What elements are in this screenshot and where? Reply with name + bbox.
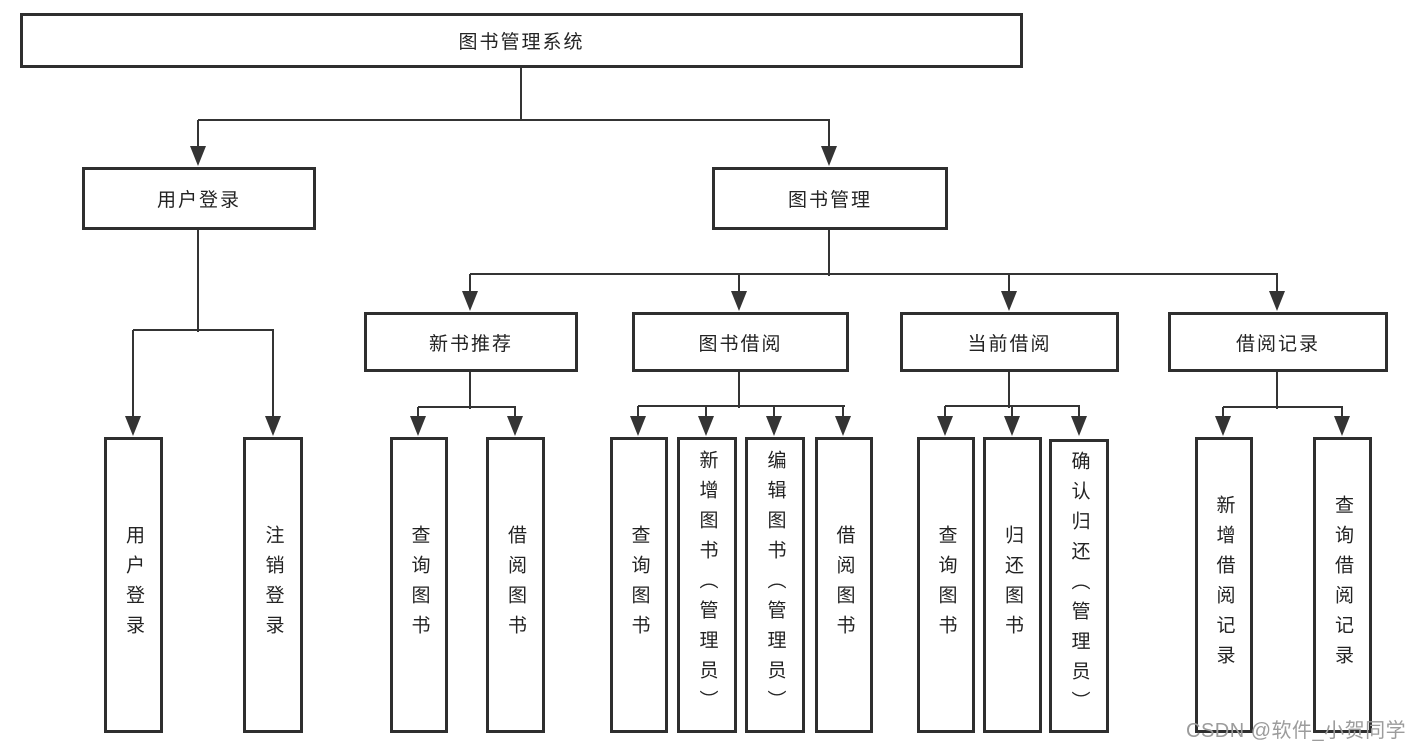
leaf-return-books-label: 归还图书 — [1002, 525, 1023, 645]
connector-line — [197, 230, 199, 332]
arrow-down-icon — [698, 416, 714, 436]
connector-line — [417, 407, 419, 422]
arrow-down-icon — [731, 291, 747, 311]
arrow-down-icon — [1269, 291, 1285, 311]
leaf-query-books-current: 查询图书 — [917, 437, 975, 733]
connector-line — [197, 120, 199, 152]
connector-line — [773, 406, 775, 422]
node-current-borrowing: 当前借阅 — [900, 312, 1119, 372]
leaf-logout: 注销登录 — [243, 437, 303, 733]
connector-line — [637, 406, 639, 422]
connector-line — [1011, 406, 1013, 422]
node-library-system: 图书管理系统 — [20, 13, 1023, 68]
leaf-borrow-books-newbook: 借阅图书 — [486, 437, 545, 733]
leaf-query-books-borrow-label: 查询图书 — [628, 525, 650, 645]
connector-line — [1222, 407, 1224, 422]
leaf-add-book-admin-label: 新增图书（管理员） — [696, 450, 718, 720]
connector-line — [272, 330, 274, 422]
leaf-user-login: 用户登录 — [104, 437, 163, 733]
connector-line — [828, 120, 830, 152]
connector-line — [738, 372, 740, 408]
connector-line — [198, 119, 830, 121]
leaf-add-borrow-record: 新增借阅记录 — [1195, 437, 1253, 733]
arrow-down-icon — [835, 416, 851, 436]
connector-line — [828, 230, 830, 276]
leaf-edit-book-admin: 编辑图书（管理员） — [745, 437, 805, 733]
arrow-down-icon — [821, 146, 837, 166]
arrow-down-icon — [1001, 291, 1017, 311]
connector-line — [738, 274, 740, 297]
arrow-down-icon — [1215, 416, 1231, 436]
connector-line — [1276, 372, 1278, 409]
leaf-confirm-return-admin: 确认归还（管理员） — [1049, 439, 1109, 733]
connector-line — [469, 274, 471, 297]
connector-line — [638, 405, 845, 407]
connector-line — [1078, 406, 1080, 422]
arrow-down-icon — [125, 416, 141, 436]
arrow-down-icon — [462, 291, 478, 311]
connector-line — [418, 406, 516, 408]
connector-line — [1008, 372, 1010, 408]
connector-line — [944, 406, 946, 422]
connector-line — [514, 407, 516, 422]
connector-line — [705, 406, 707, 422]
arrow-down-icon — [1004, 416, 1020, 436]
node-new-book-recommend: 新书推荐 — [364, 312, 578, 372]
leaf-user-login-label: 用户登录 — [123, 525, 144, 645]
arrow-down-icon — [410, 416, 426, 436]
arrow-down-icon — [766, 416, 782, 436]
arrow-down-icon — [630, 416, 646, 436]
leaf-query-books-newbook: 查询图书 — [390, 437, 448, 733]
connector-line — [470, 273, 1278, 275]
connector-line — [133, 329, 274, 331]
leaf-query-books-borrow: 查询图书 — [610, 437, 668, 733]
connector-line — [1276, 274, 1278, 297]
leaf-query-borrow-record-label: 查询借阅记录 — [1332, 495, 1353, 675]
connector-line — [1223, 406, 1343, 408]
leaf-add-book-admin: 新增图书（管理员） — [677, 437, 737, 733]
leaf-query-borrow-record: 查询借阅记录 — [1313, 437, 1372, 733]
connector-line — [842, 406, 844, 422]
arrow-down-icon — [265, 416, 281, 436]
connector-line — [132, 330, 134, 422]
leaf-logout-label: 注销登录 — [262, 525, 284, 645]
watermark: CSDN @软件_小贺同学 — [1186, 720, 1405, 742]
leaf-borrow-books-borrow: 借阅图书 — [815, 437, 873, 733]
leaf-edit-book-admin-label: 编辑图书（管理员） — [764, 450, 786, 720]
leaf-borrow-books-newbook-label: 借阅图书 — [505, 525, 526, 645]
leaf-confirm-return-admin-label: 确认归还（管理员） — [1068, 451, 1090, 721]
node-book-borrowing: 图书借阅 — [632, 312, 849, 372]
leaf-query-books-current-label: 查询图书 — [935, 525, 957, 645]
connector-line — [469, 372, 471, 409]
arrow-down-icon — [937, 416, 953, 436]
leaf-query-books-newbook-label: 查询图书 — [408, 525, 430, 645]
connector-line — [1341, 407, 1343, 422]
arrow-down-icon — [190, 146, 206, 166]
arrow-down-icon — [507, 416, 523, 436]
leaf-add-borrow-record-label: 新增借阅记录 — [1213, 495, 1235, 675]
node-borrowing-records: 借阅记录 — [1168, 312, 1388, 372]
connector-line — [1008, 274, 1010, 297]
connector-line — [520, 68, 522, 121]
leaf-borrow-books-borrow-label: 借阅图书 — [833, 525, 855, 645]
arrow-down-icon — [1334, 416, 1350, 436]
node-user-login: 用户登录 — [82, 167, 316, 230]
node-book-management: 图书管理 — [712, 167, 948, 230]
arrow-down-icon — [1071, 416, 1087, 436]
leaf-return-books: 归还图书 — [983, 437, 1042, 733]
